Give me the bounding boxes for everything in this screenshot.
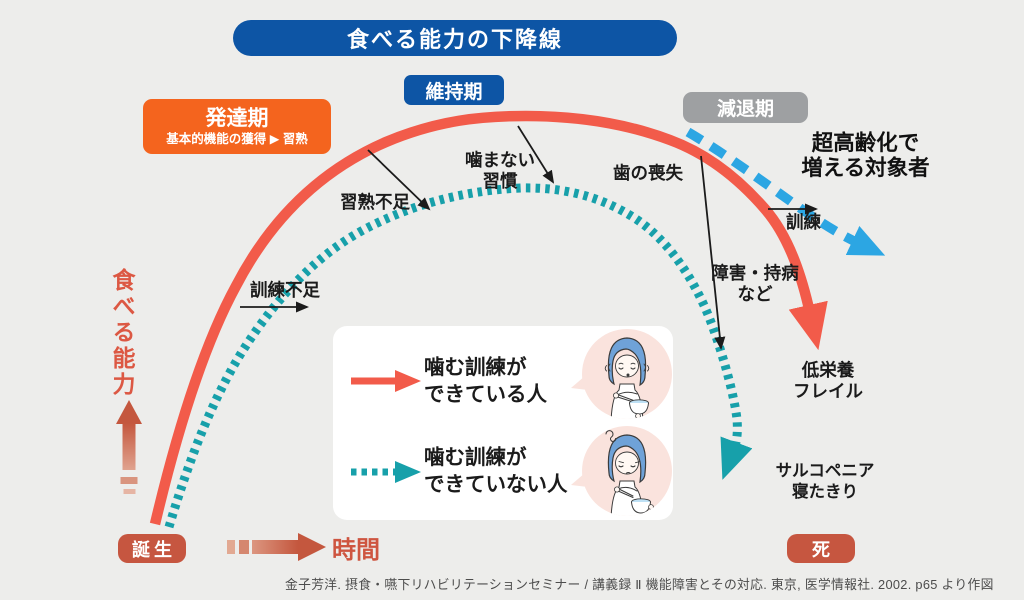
legend-untrained-arrow — [351, 461, 421, 483]
legend-card: 噛む訓練が できている人 噛む訓練が できていない人 — [333, 326, 673, 520]
arrow-mastery-lack — [367, 149, 431, 211]
aging-target-line1: 超高齢化で — [811, 131, 920, 155]
stage-box-decline: 減退期 — [683, 92, 808, 123]
annotation-training: 訓練 — [786, 212, 821, 232]
curve-trained-person — [149, 110, 828, 526]
arrow-no-chew-habit — [517, 125, 555, 184]
sarcopenia-line2: 寝たきり — [792, 483, 858, 501]
x-axis-arrow — [227, 533, 326, 561]
x-axis-death-box: 死 — [787, 534, 855, 563]
disability-line1: 障害・持病 — [711, 263, 799, 283]
annotation-mastery-lack: 習熟不足 — [340, 192, 410, 212]
disability-line2: など — [737, 284, 773, 304]
legend-trained-label: 噛む訓練が できている人 — [424, 354, 547, 408]
curve-super-aging-target — [685, 127, 886, 256]
source-citation: 金子芳洋. 摂食・嚥下リハビリテーションセミナー / 講義録 Ⅱ 機能障害とその… — [285, 577, 994, 592]
arrow-tooth-disability — [700, 155, 726, 350]
malnutrition-line2: フレイル — [793, 381, 863, 401]
page-title: 食べる能力の下降線 — [233, 20, 677, 56]
y-axis-arrow — [116, 400, 142, 494]
legend-trained-arrow — [351, 370, 421, 392]
annotation-disability: 障害・持病 など — [698, 263, 812, 305]
person-eating-ng-illustration — [571, 426, 672, 516]
malnutrition-line1: 低栄養 — [801, 360, 855, 380]
x-axis-time-label: 時間 — [332, 537, 380, 564]
y-axis-label: 食べる能力 — [109, 268, 135, 398]
legend-trained-line1: 噛む訓練が — [424, 356, 527, 379]
stage-box-maintenance: 維持期 — [404, 75, 504, 105]
stage-development-sublabel: 基本的機能の獲得 ▶ 習熟 — [166, 131, 308, 146]
annotation-training-lack: 訓練不足 — [250, 280, 320, 300]
annotation-malnutrition-frailty: 低栄養 フレイル — [774, 360, 882, 402]
legend-untrained-label: 噛む訓練が できていない人 — [424, 444, 568, 498]
stage-box-development: 発達期 基本的機能の獲得 ▶ 習熟 — [143, 99, 331, 154]
aging-target-line2: 増える対象者 — [801, 156, 930, 180]
no-chew-line1: 噛まない — [465, 150, 535, 170]
annotation-no-chew-habit: 噛まない 習慣 — [443, 150, 557, 192]
annotation-tooth-loss: 歯の喪失 — [613, 163, 683, 183]
person-eating-ok-illustration — [571, 329, 672, 419]
aging-target-note: 超高齢化で 増える対象者 — [788, 131, 943, 181]
legend-trained-line2: できている人 — [424, 383, 547, 406]
legend-untrained-line1: 噛む訓練が — [424, 446, 527, 469]
stage-development-label: 発達期 — [205, 106, 269, 130]
no-chew-line2: 習慣 — [482, 171, 518, 191]
sarcopenia-line1: サルコペニア — [775, 462, 875, 480]
x-axis-birth-box: 誕生 — [118, 534, 186, 563]
annotation-sarcopenia: サルコペニア 寝たきり — [760, 461, 890, 503]
legend-untrained-line2: できていない人 — [424, 473, 568, 496]
